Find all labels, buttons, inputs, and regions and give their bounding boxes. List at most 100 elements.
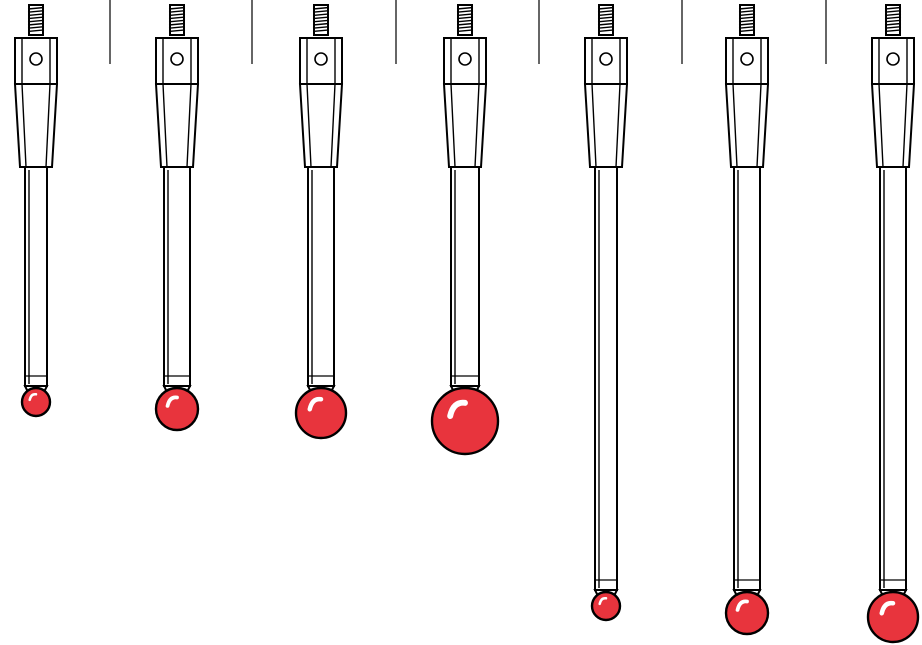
thread-groove: [168, 29, 186, 33]
stem: [594, 166, 618, 591]
taper-edge: [732, 83, 762, 168]
thread-groove: [312, 29, 330, 33]
thread-groove: [312, 22, 330, 26]
stylus: [430, 4, 500, 456]
thread-groove: [456, 13, 474, 17]
thread-groove: [738, 19, 756, 23]
thread-groove: [456, 16, 474, 20]
thread-groove: [312, 6, 330, 10]
stylus: [13, 4, 59, 418]
thread: [884, 4, 902, 36]
thread-groove: [312, 16, 330, 20]
thread-groove: [597, 10, 615, 13]
ruby-ball: [590, 590, 622, 622]
thread-groove: [884, 10, 902, 13]
thread-groove: [312, 26, 330, 29]
ball-highlight: [28, 392, 38, 402]
thread-groove: [597, 26, 615, 29]
cross-hole: [886, 52, 900, 66]
ball-highlight: [735, 599, 749, 612]
taper-edge: [450, 83, 480, 168]
cross-hole: [314, 52, 328, 66]
ruby-ball: [154, 386, 200, 432]
cross-hole: [458, 52, 472, 66]
cross-hole: [599, 52, 613, 66]
ball-highlight: [879, 600, 896, 616]
taper: [724, 83, 770, 168]
thread-groove: [312, 10, 330, 13]
taper: [298, 83, 344, 168]
thread-groove: [456, 19, 474, 23]
thread-groove: [738, 13, 756, 17]
thread-groove: [312, 13, 330, 17]
taper: [442, 83, 488, 168]
thread-groove: [456, 22, 474, 26]
thread-groove: [884, 22, 902, 26]
thread-groove: [168, 10, 186, 13]
stylus: [294, 4, 348, 440]
thread-groove: [27, 13, 45, 17]
taper: [13, 83, 59, 168]
cross-hole: [29, 52, 43, 66]
thread-groove: [168, 6, 186, 10]
thread-groove: [738, 22, 756, 26]
ruby-ball: [430, 386, 500, 456]
thread-groove: [597, 29, 615, 33]
ball-highlight: [598, 596, 608, 606]
ball-highlight: [447, 399, 468, 420]
ruby-ball: [866, 590, 920, 644]
thread-groove: [738, 26, 756, 29]
thread-groove: [597, 16, 615, 20]
stylus: [154, 4, 200, 432]
stylus: [866, 4, 920, 644]
taper-edge: [878, 83, 908, 168]
ruby-ball: [20, 386, 52, 418]
thread-groove: [738, 16, 756, 20]
thread-groove: [168, 13, 186, 17]
thread-groove: [597, 22, 615, 26]
taper-edge: [162, 83, 192, 168]
thread-groove: [27, 6, 45, 10]
taper: [583, 83, 629, 168]
thread-groove: [884, 13, 902, 17]
thread-groove: [168, 26, 186, 29]
thread-groove: [738, 6, 756, 10]
thread-groove: [884, 29, 902, 33]
stem: [24, 166, 48, 387]
thread-groove: [27, 29, 45, 33]
ball-highlight: [165, 395, 179, 408]
thread-groove: [738, 10, 756, 13]
thread: [456, 4, 474, 36]
cross-hole: [170, 52, 184, 66]
thread-groove: [597, 6, 615, 10]
thread-groove: [27, 26, 45, 29]
stylus: [583, 4, 629, 622]
thread-groove: [884, 6, 902, 10]
thread-groove: [884, 19, 902, 23]
thread: [597, 4, 615, 36]
thread: [27, 4, 45, 36]
taper-edge: [306, 83, 336, 168]
thread-groove: [312, 19, 330, 23]
thread-groove: [456, 10, 474, 13]
thread-groove: [738, 29, 756, 33]
thread: [168, 4, 186, 36]
taper: [154, 83, 200, 168]
thread-groove: [456, 26, 474, 29]
divider-lines: [109, 0, 827, 64]
cross-hole: [740, 52, 754, 66]
thread-groove: [27, 22, 45, 26]
stylus: [724, 4, 770, 636]
taper: [870, 83, 916, 168]
thread-groove: [597, 13, 615, 17]
taper-edge: [591, 83, 621, 168]
thread: [312, 4, 330, 36]
thread-groove: [456, 6, 474, 10]
thread-groove: [597, 19, 615, 23]
thread-groove: [884, 16, 902, 20]
ball-highlight: [307, 396, 324, 412]
taper-edge: [21, 83, 51, 168]
ruby-ball: [724, 590, 770, 636]
thread: [738, 4, 756, 36]
